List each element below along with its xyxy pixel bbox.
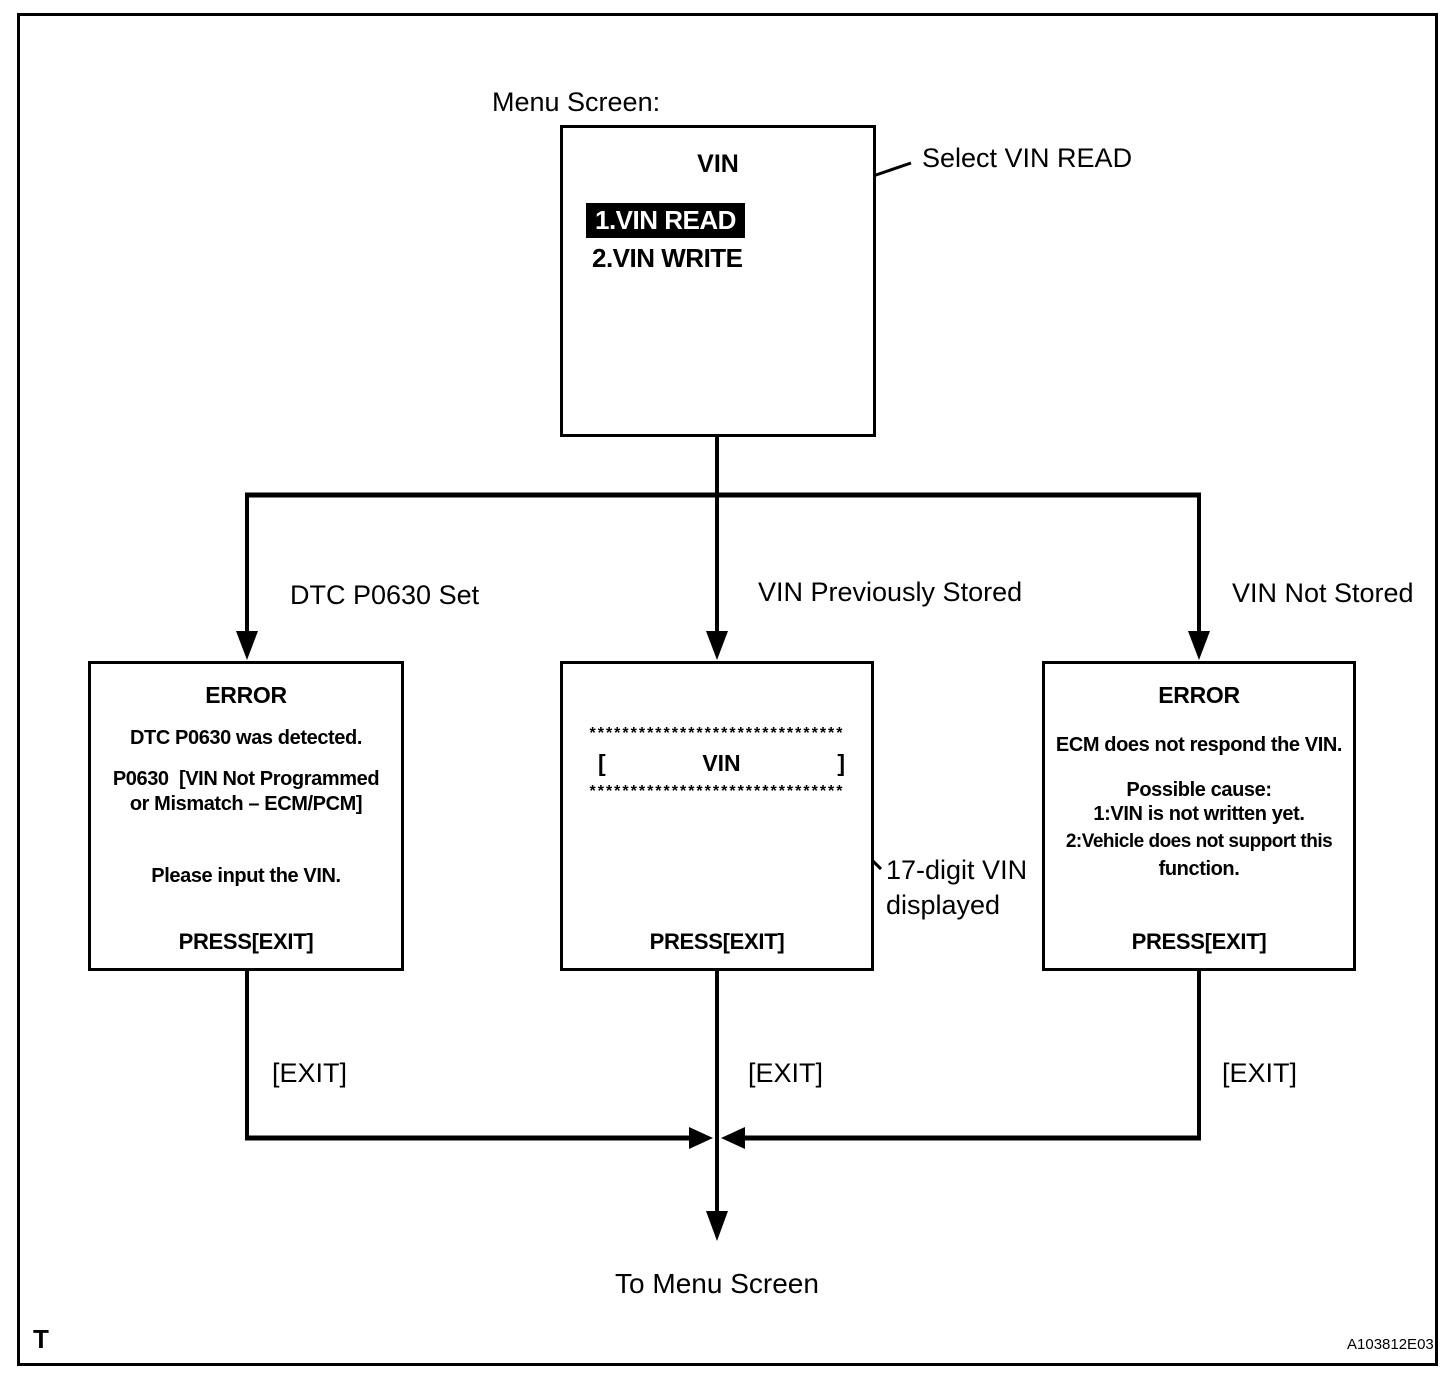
vin-bracket-open: [	[598, 750, 606, 776]
dtc-error-line2: P0630 [VIN Not Programmed	[112, 768, 380, 790]
vin-display-press-exit: PRESS[EXIT]	[649, 929, 785, 954]
vin-label: VIN	[702, 750, 741, 776]
vin-display-screen-box: ******************************* [ VIN ] …	[560, 661, 874, 971]
no-response-press-exit: PRESS[EXIT]	[1131, 929, 1267, 954]
no-response-title: ERROR	[1158, 682, 1240, 708]
figure-code: A103812E03	[1347, 1336, 1434, 1353]
exit-label-right: [EXIT]	[1222, 1058, 1298, 1088]
no-response-error-screen-box: ERROR ECM does not respond the VIN. Poss…	[1042, 661, 1356, 971]
connector-exit-verticals	[245, 970, 1201, 1213]
menu-screen-box: VIN 1.VIN READ 2.VIN WRITE	[560, 125, 876, 437]
menu-item-vin-read: 1.VIN READ	[586, 203, 745, 238]
no-response-line5: function.	[1158, 858, 1240, 880]
arrowhead-down-bottom-icon	[706, 1211, 728, 1241]
vin-callout-line2: displayed	[886, 890, 1001, 920]
exit-label-middle: [EXIT]	[748, 1058, 824, 1088]
dtc-error-press-exit: PRESS[EXIT]	[178, 929, 314, 954]
vin-display-stars-top: *******************************	[589, 725, 845, 742]
dtc-error-line3: or Mismatch – ECM/PCM]	[129, 793, 363, 815]
dtc-error-title: ERROR	[205, 682, 287, 708]
branch-label-vin-not-stored: VIN Not Stored	[1232, 578, 1414, 608]
menu-screen-title: VIN	[697, 150, 739, 178]
select-vin-read-label: Select VIN READ	[922, 143, 1133, 173]
menu-item-vin-write: 2.VIN WRITE	[592, 243, 743, 273]
dtc-error-line1: DTC P0630 was detected.	[129, 727, 362, 749]
no-response-line1: ECM does not respond the VIN.	[1055, 734, 1343, 756]
arrowhead-right-icon	[689, 1127, 713, 1149]
to-menu-screen-label: To Menu Screen	[615, 1268, 819, 1299]
vin-display-stars-bottom: *******************************	[589, 783, 845, 800]
menu-screen-heading: Menu Screen:	[492, 87, 661, 117]
no-response-line3: 1:VIN is not written yet.	[1093, 803, 1305, 825]
dtc-error-line4: Please input the VIN.	[151, 865, 341, 887]
vin-bracket-close: ]	[837, 750, 845, 776]
arrowhead-down-left-icon	[236, 631, 258, 660]
branch-label-dtc-set: DTC P0630 Set	[290, 580, 480, 610]
connector-branch-verticals	[245, 495, 1201, 633]
arrowhead-left-icon	[721, 1127, 745, 1149]
no-response-line2: Possible cause:	[1126, 779, 1272, 801]
vin-display-row: [ VIN ]	[598, 750, 845, 777]
vin-callout-label: 17-digit VIN displayed	[886, 853, 1066, 923]
arrowhead-down-right-icon	[1188, 631, 1210, 660]
page-letter: T	[33, 1324, 49, 1354]
no-response-line4: 2:Vehicle does not support this	[1065, 831, 1333, 852]
dtc-error-screen-box: ERROR DTC P0630 was detected. P0630 [VIN…	[88, 661, 404, 971]
arrowhead-down-middle-icon	[706, 631, 728, 660]
exit-label-left: [EXIT]	[272, 1058, 348, 1088]
branch-label-vin-stored: VIN Previously Stored	[758, 577, 1023, 607]
vin-callout-line1: 17-digit VIN	[886, 855, 1028, 885]
